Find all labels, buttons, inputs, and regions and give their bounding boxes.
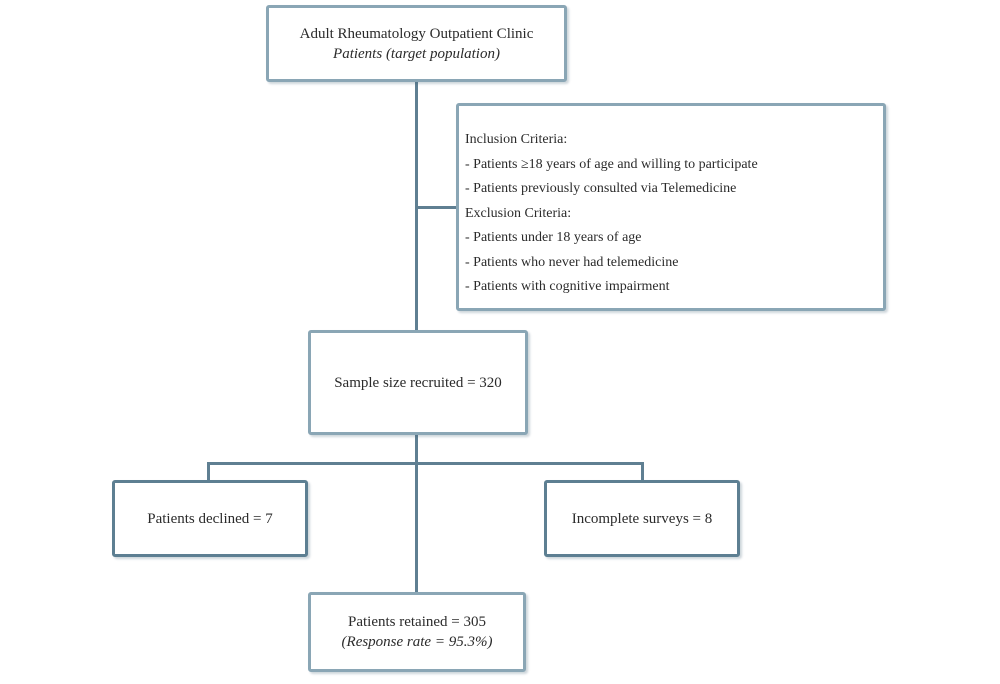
exclusion-item: Patients under 18 years of age bbox=[465, 226, 678, 251]
retained-label: Patients retained = 305 bbox=[347, 614, 486, 630]
sample-box: Sample size recruited = 320 bbox=[308, 330, 528, 435]
clinic-subtitle: Patients (target population) bbox=[333, 45, 500, 62]
incomplete-box: Incomplete surveys = 8 bbox=[544, 480, 740, 557]
clinic-box: Adult Rheumatology Outpatient Clinic Pat… bbox=[266, 5, 567, 82]
connector-sample-to-retained bbox=[415, 433, 418, 593]
exclusion-heading: Exclusion Criteria: bbox=[465, 205, 572, 221]
clinic-title: Adult Rheumatology Outpatient Clinic bbox=[299, 25, 534, 42]
criteria-box: Inclusion Criteria: Patients ≥18 years o… bbox=[456, 103, 886, 311]
inclusion-heading: Inclusion Criteria: bbox=[465, 132, 568, 147]
sample-label: Sample size recruited = 320 bbox=[334, 374, 502, 391]
exclusion-item: Patients with cognitive impairment bbox=[465, 275, 678, 300]
inclusion-item: Patients previously consulted via Teleme… bbox=[465, 177, 758, 202]
retained-box: Patients retained = 305 (Response rate =… bbox=[308, 592, 526, 672]
connector-branch-horizontal bbox=[207, 462, 644, 465]
connector-to-criteria bbox=[416, 206, 462, 209]
exclusion-list: Patients under 18 years of age Patients … bbox=[465, 226, 678, 300]
incomplete-label: Incomplete surveys = 8 bbox=[571, 510, 713, 527]
declined-label: Patients declined = 7 bbox=[147, 510, 273, 527]
inclusion-item: Patients ≥18 years of age and willing to… bbox=[465, 153, 758, 178]
declined-box: Patients declined = 7 bbox=[112, 480, 308, 557]
connector-branch-left bbox=[207, 462, 210, 482]
connector-branch-right bbox=[641, 462, 644, 482]
retained-rate: (Response rate = 95.3%) bbox=[341, 634, 493, 650]
exclusion-item: Patients who never had telemedicine bbox=[465, 251, 678, 276]
inclusion-list: Patients ≥18 years of age and willing to… bbox=[465, 153, 758, 202]
